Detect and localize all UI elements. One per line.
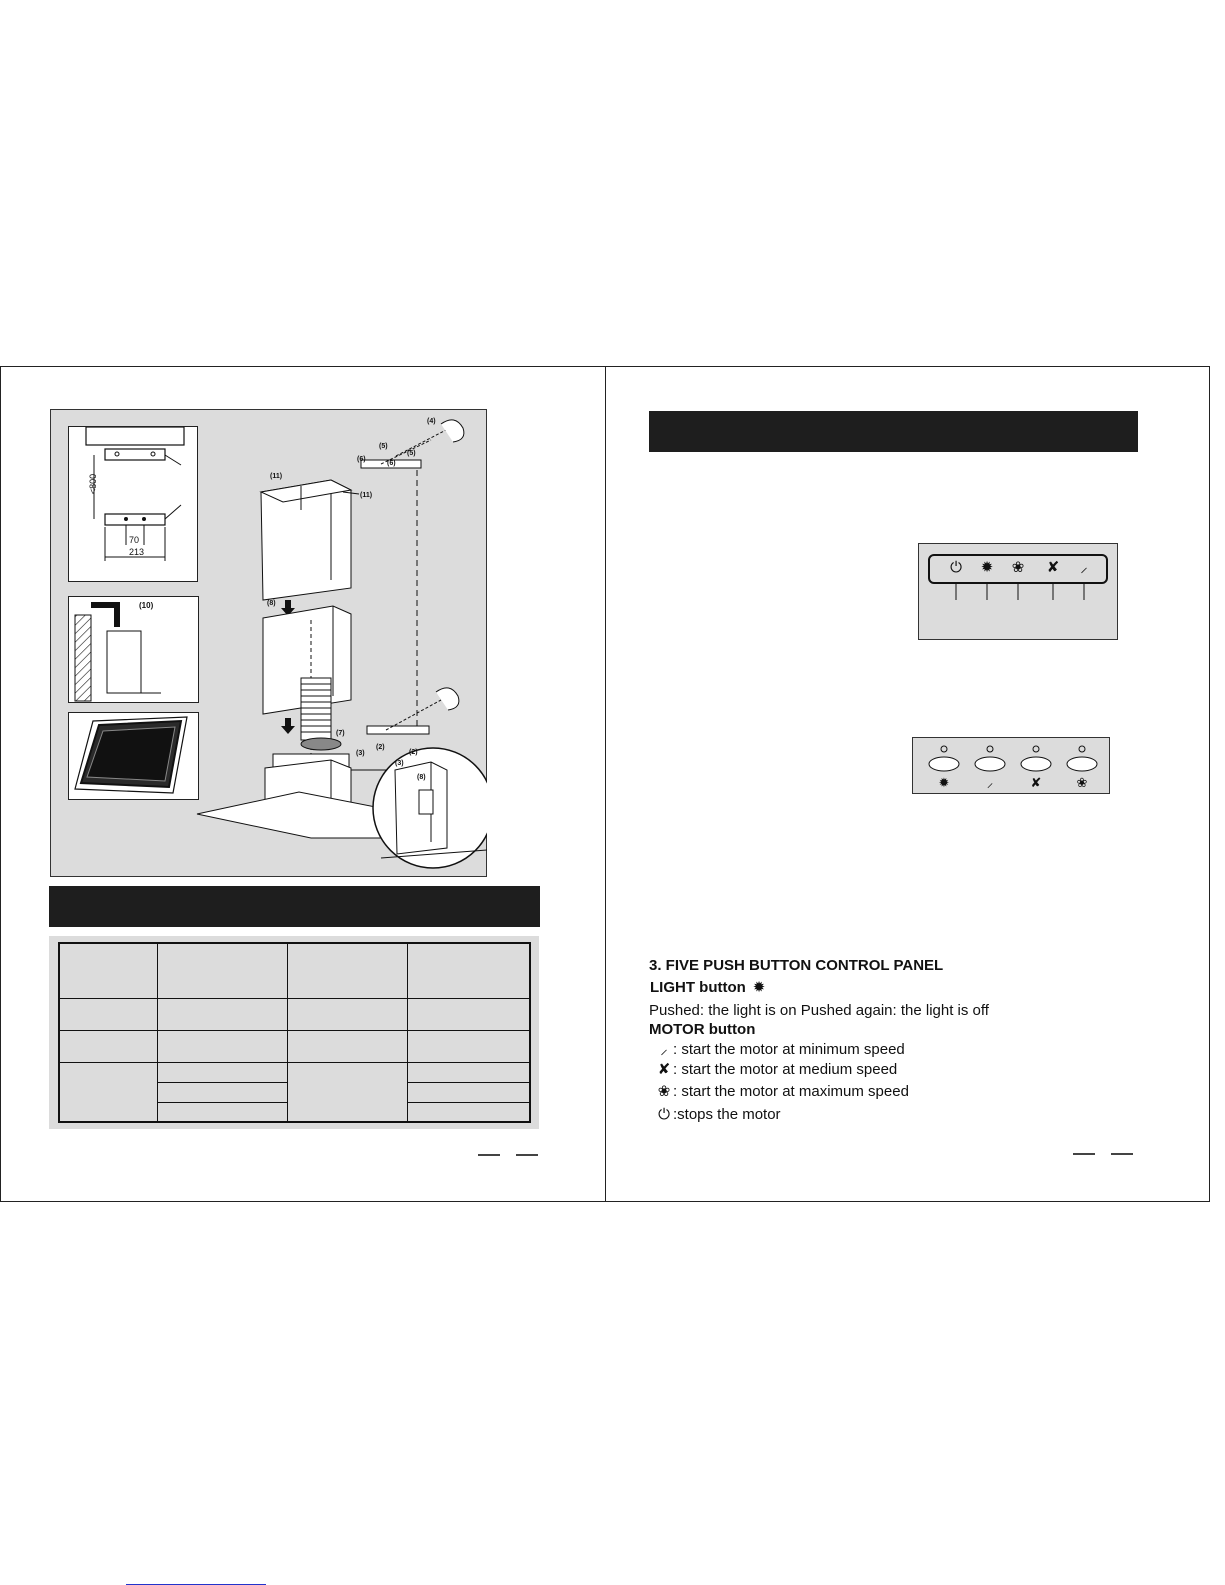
motor-item-text: :stops the motor: [673, 1106, 781, 1123]
callout-8a: (8): [267, 600, 276, 607]
light-icon: ✹: [938, 775, 950, 790]
max-speed-icon: ❀: [1011, 559, 1025, 576]
light-heading: LIGHT button: [650, 979, 746, 996]
table-cell: [407, 1081, 531, 1103]
spec-table-panel: [49, 936, 539, 1129]
table-cell: [407, 942, 531, 999]
callout-10: (10): [139, 601, 154, 610]
four-button-panel-diagram: ✹ ⸝ ✘ ❀: [912, 737, 1110, 794]
callout-6a: (6): [357, 456, 366, 463]
motor-item-stop: ⏻:stops the motor: [655, 1106, 781, 1124]
motor-item-text: : start the motor at maximum speed: [673, 1083, 909, 1100]
callout-2b: (2): [409, 749, 418, 756]
max-speed-icon: ❀: [657, 1083, 671, 1100]
table-cell: [58, 1061, 159, 1123]
callout-5b: (5): [407, 450, 416, 457]
callout-11a: (11): [270, 473, 283, 480]
table-cell: [157, 942, 288, 999]
callout-3a: (3): [356, 750, 365, 757]
button-ovals: [928, 745, 1098, 772]
callout-2a: (2): [376, 744, 385, 751]
hood-exploded-drawing: [196, 419, 487, 869]
table-cell: [407, 997, 531, 1031]
callout-4: (4): [427, 418, 436, 425]
table-cell: [157, 1029, 288, 1063]
wall-duct-drawing: [74, 602, 161, 702]
spacing-dimension: 70: [129, 535, 140, 545]
table-cell: [58, 997, 159, 1031]
power-icon: ⏻: [950, 559, 962, 576]
motor-heading: MOTOR button: [649, 1021, 756, 1038]
page-number-mark: [516, 1154, 538, 1156]
table-cell: [157, 1081, 288, 1103]
spec-table: [58, 942, 531, 1123]
light-icon: ✹: [752, 979, 766, 996]
table-cell: [286, 1029, 409, 1063]
callout-8b: (8): [417, 774, 426, 781]
light-icon: ✹: [980, 559, 994, 576]
width-dimension: 213: [129, 547, 145, 557]
medium-speed-icon: ✘: [1030, 775, 1042, 790]
table-cell: [157, 1101, 288, 1123]
five-button-panel-diagram: ⏻ ✹ ❀ ✘ ⸝: [918, 543, 1118, 640]
table-cell: [157, 997, 288, 1031]
page-number-mark: [1073, 1153, 1095, 1155]
min-speed-icon: ⸝: [1080, 559, 1088, 576]
power-icon: ⏻: [658, 1106, 670, 1123]
table-cell: [407, 1101, 531, 1123]
light-description: Pushed: the light is on Pushed again: th…: [649, 1002, 989, 1019]
medium-speed-icon: ✘: [657, 1061, 671, 1078]
section-title: 3. FIVE PUSH BUTTON CONTROL PANEL: [649, 957, 944, 974]
table-cell: [407, 1061, 531, 1083]
installation-figure: <800 70 213 (10): [50, 409, 487, 877]
table-cell: [407, 1029, 531, 1063]
table-cell: [286, 942, 409, 999]
left-section-bar: [49, 886, 540, 927]
right-section-bar: [649, 411, 1138, 452]
table-cell: [157, 1061, 288, 1083]
glass-plate-figure: [68, 712, 199, 800]
page-divider: [605, 366, 606, 1202]
min-speed-icon: ⸝: [660, 1041, 668, 1058]
callout-6b: (6): [387, 460, 396, 467]
table-cell: [286, 997, 409, 1031]
page-number-mark: [1111, 1153, 1133, 1155]
page-number-mark: [478, 1154, 500, 1156]
motor-item-min: ⸝ : start the motor at minimum speed: [655, 1041, 905, 1059]
table-cell: [58, 942, 159, 999]
wall-duct-figure: (10): [68, 596, 199, 703]
medium-speed-icon: ✘: [1046, 559, 1060, 576]
motor-item-text: : start the motor at minimum speed: [673, 1041, 905, 1058]
motor-item-max: ❀: start the motor at maximum speed: [655, 1083, 909, 1101]
callout-5a: (5): [379, 443, 388, 450]
height-dimension: <800: [88, 473, 99, 495]
button-leader-lines: [955, 584, 1085, 600]
min-speed-icon: ⸝: [986, 775, 994, 790]
max-speed-icon: ❀: [1076, 775, 1088, 790]
bracket-dimension-drawing: [85, 426, 185, 561]
table-cell: [286, 1061, 409, 1123]
light-heading-row: LIGHT button ✹: [650, 979, 768, 997]
glass-plate-drawing: [74, 716, 188, 794]
callout-11b: (11): [360, 492, 373, 499]
motor-item-text: : start the motor at medium speed: [673, 1061, 898, 1078]
motor-item-medium: ✘: start the motor at medium speed: [655, 1061, 898, 1079]
button-strip: [928, 554, 1108, 584]
callout-3b: (3): [395, 760, 404, 767]
bracket-dimension-figure: <800 70 213: [68, 426, 198, 582]
table-cell: [58, 1029, 159, 1063]
callout-7: (7): [336, 730, 345, 737]
